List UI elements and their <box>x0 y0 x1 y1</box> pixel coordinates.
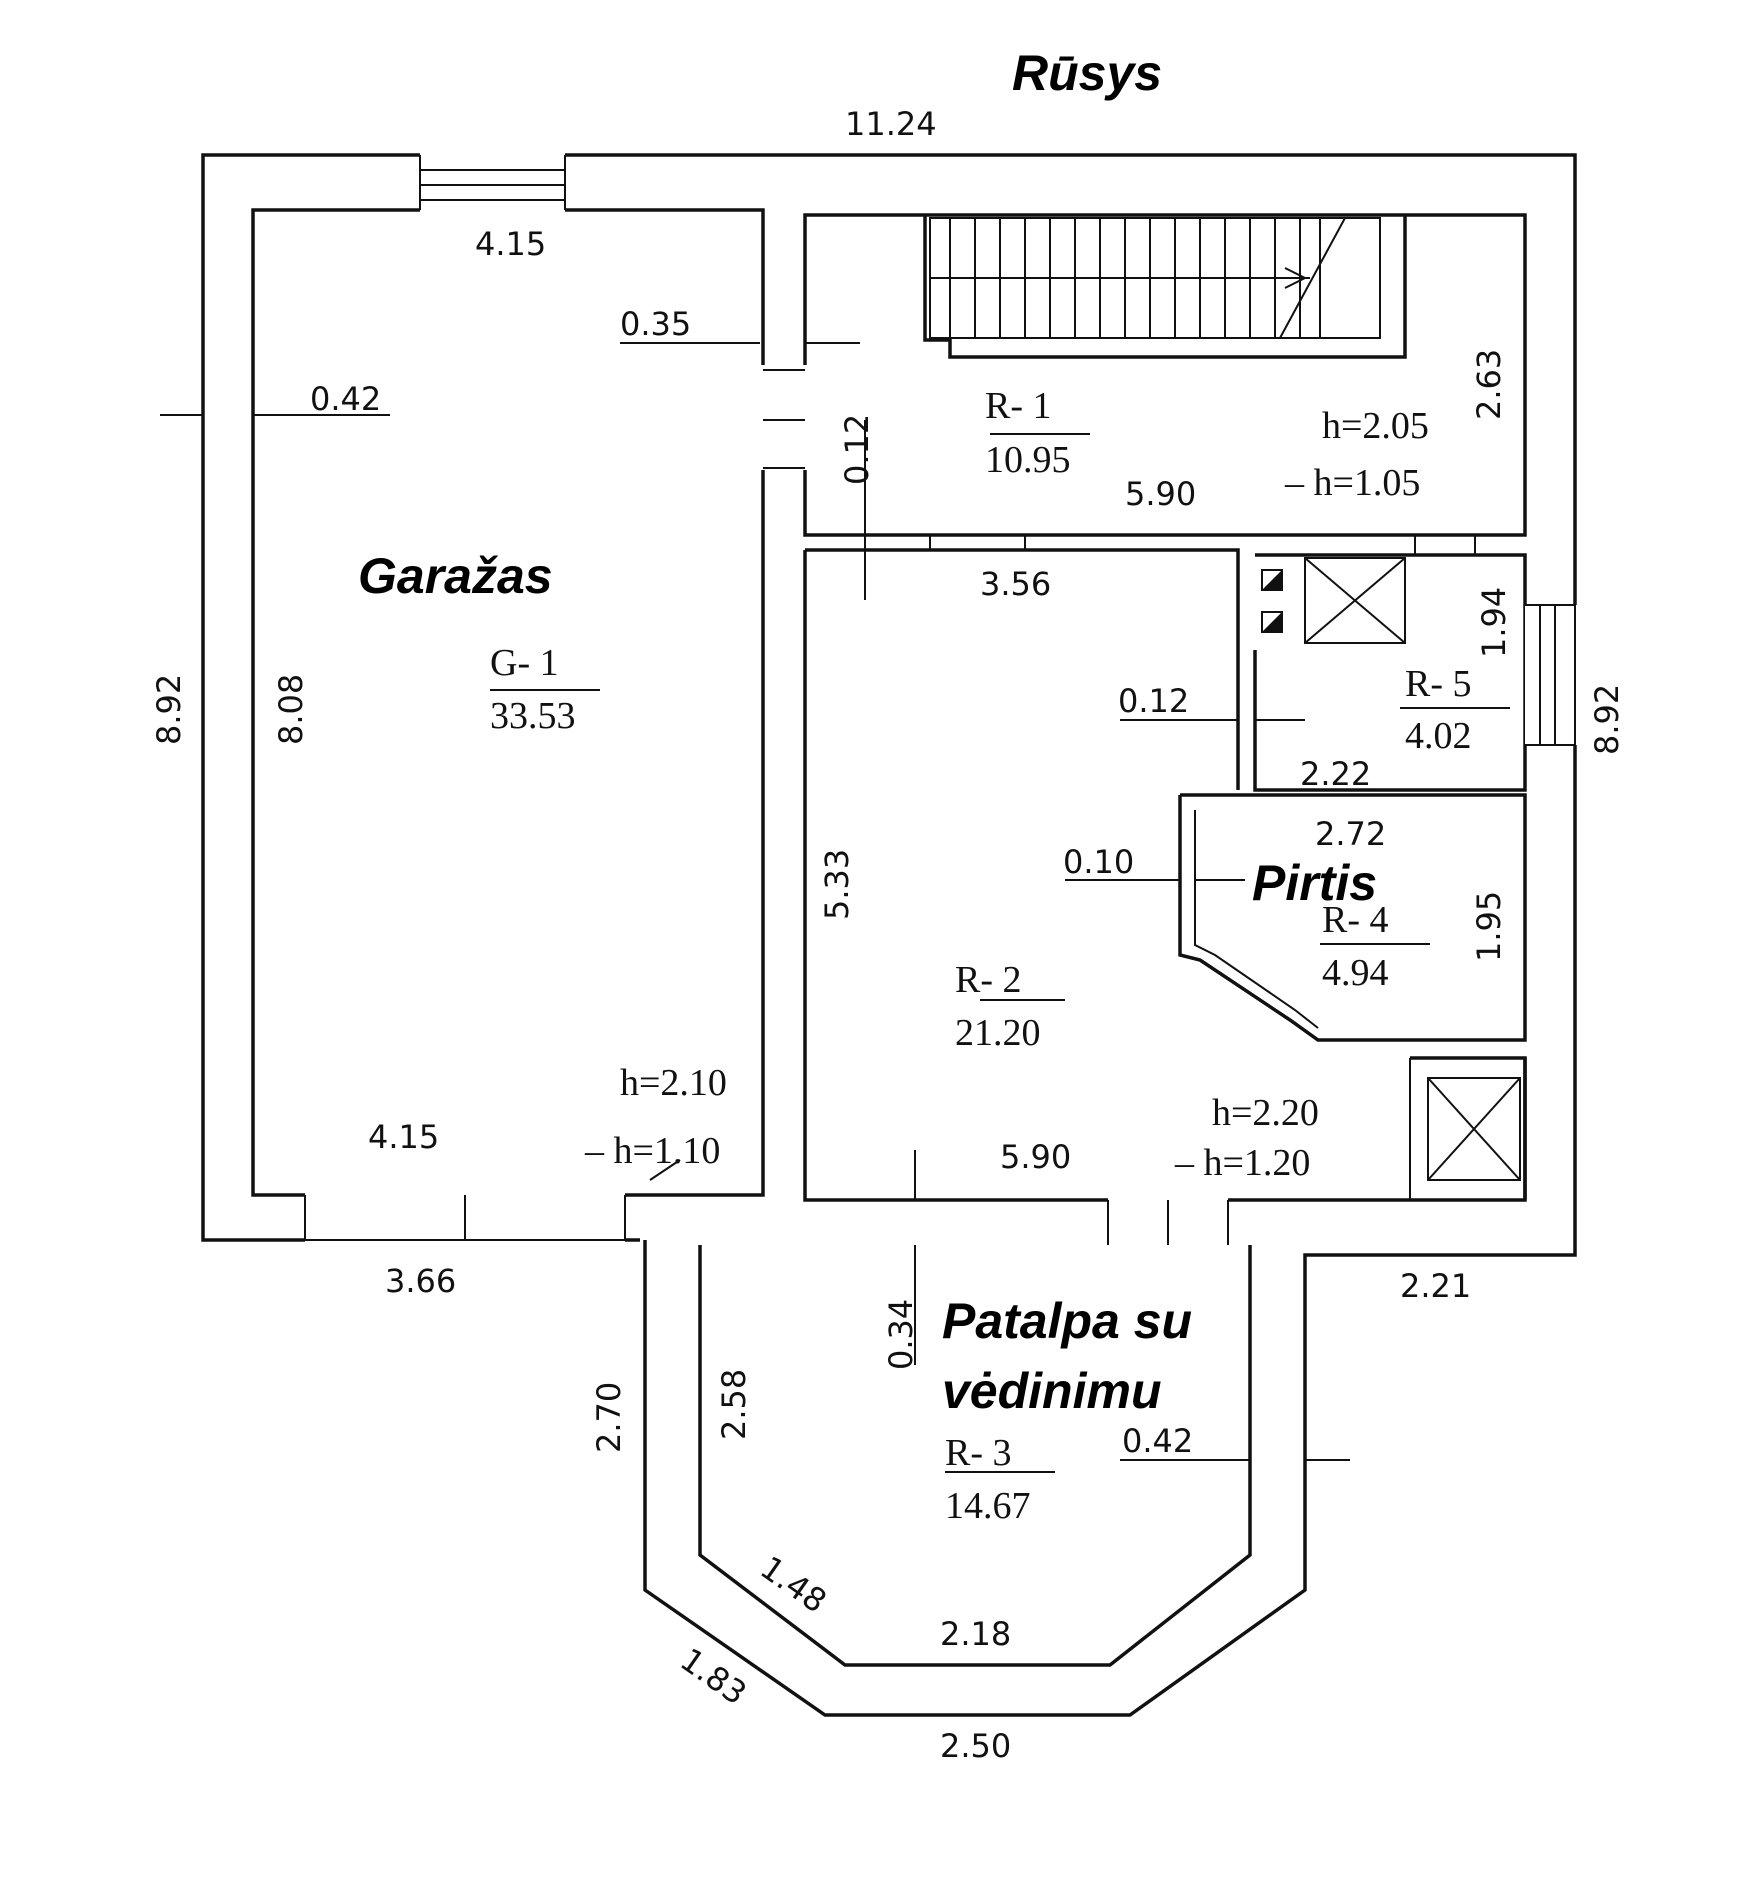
room-r1-code: R- 1 <box>985 385 1052 427</box>
room-g1-height-minus: – h=1.10 <box>584 1130 720 1172</box>
dim-r2-012: 0.12 <box>1118 682 1189 720</box>
dim-r3-inner-bottom: 2.18 <box>940 1615 1011 1653</box>
dim-g1-top: 4.15 <box>475 225 546 263</box>
label-patalpa-line2: vėdinimu <box>942 1363 1161 1419</box>
dim-wall-042-left: 0.42 <box>310 380 381 418</box>
room-r3-area: 14.67 <box>945 1485 1031 1527</box>
label-patalpa-line1: Patalpa su <box>942 1293 1192 1349</box>
stair-treads <box>930 217 1346 339</box>
dim-r1-height: 2.63 <box>1470 349 1508 420</box>
dim-r3-outer-left: 2.70 <box>590 1382 628 1453</box>
dim-right-bottom: 2.21 <box>1400 1267 1471 1305</box>
room-r1-height: h=2.05 <box>1322 405 1429 447</box>
dim-r5-width: 2.22 <box>1300 755 1371 793</box>
room-r4-code: R- 4 <box>1322 899 1389 941</box>
dim-top-total: 11.24 <box>845 105 937 143</box>
dim-g1-height: 8.08 <box>272 674 310 745</box>
dim-r4-010: 0.10 <box>1063 843 1134 881</box>
dim-r5-height: 1.94 <box>1475 587 1513 658</box>
room-r2-height-minus: – h=1.20 <box>1174 1142 1310 1184</box>
dim-left-outer: 8.92 <box>150 674 188 745</box>
dim-right-outer: 8.92 <box>1588 684 1626 755</box>
dim-bottom-left: 3.66 <box>385 1262 456 1300</box>
room-r2-walls <box>803 535 1527 1245</box>
room-r1-height-minus: – h=1.05 <box>1284 462 1420 504</box>
room-r3-walls <box>698 1245 1252 1667</box>
dimension-lines <box>160 342 1510 1473</box>
outer-walls <box>201 153 1577 1717</box>
dim-r3-outer-diag: 1.83 <box>673 1640 753 1712</box>
room-r3-code: R- 3 <box>945 1432 1012 1474</box>
dim-r2-top: 3.56 <box>980 565 1051 603</box>
room-g1-area: 33.53 <box>490 695 576 737</box>
room-r1-area: 10.95 <box>985 439 1071 481</box>
room-g1-code: G- 1 <box>490 642 559 684</box>
label-rusys: Rūsys <box>1012 45 1162 101</box>
label-garazas: Garažas <box>358 548 553 604</box>
dim-r3-034: 0.34 <box>882 1299 920 1370</box>
dim-r4-width: 2.72 <box>1315 815 1386 853</box>
room-r4-walls <box>1178 793 1527 1042</box>
room-r2-height: h=2.20 <box>1212 1092 1319 1134</box>
room-r5-code: R- 5 <box>1405 663 1472 705</box>
room-r5-walls <box>1253 535 1577 792</box>
dim-g1-bottom: 4.15 <box>368 1118 439 1156</box>
room-r4-area: 4.94 <box>1322 952 1389 994</box>
dim-r3-outer-bottom: 2.50 <box>940 1727 1011 1765</box>
room-r2-area: 21.20 <box>955 1012 1041 1054</box>
dim-wall-035: 0.35 <box>620 305 691 343</box>
room-r2-code: R- 2 <box>955 959 1022 1001</box>
dim-r2-bottom: 5.90 <box>1000 1138 1071 1176</box>
dim-r3-inner-left: 2.58 <box>715 1369 753 1440</box>
dim-r3-diag: 1.48 <box>753 1548 833 1620</box>
dim-r2-height: 5.33 <box>818 849 856 920</box>
room-r5-area: 4.02 <box>1405 715 1472 757</box>
dim-r1-width: 5.90 <box>1125 475 1196 513</box>
room-r1-walls <box>760 213 1527 537</box>
dim-r3-042: 0.42 <box>1122 1422 1193 1460</box>
label-pirtis: Pirtis <box>1252 855 1377 911</box>
room-g1-height: h=2.10 <box>620 1062 727 1104</box>
garage-walls <box>251 150 765 1244</box>
dim-r4-height: 1.95 <box>1470 891 1508 962</box>
dim-r1-012: 0.12 <box>838 414 876 485</box>
